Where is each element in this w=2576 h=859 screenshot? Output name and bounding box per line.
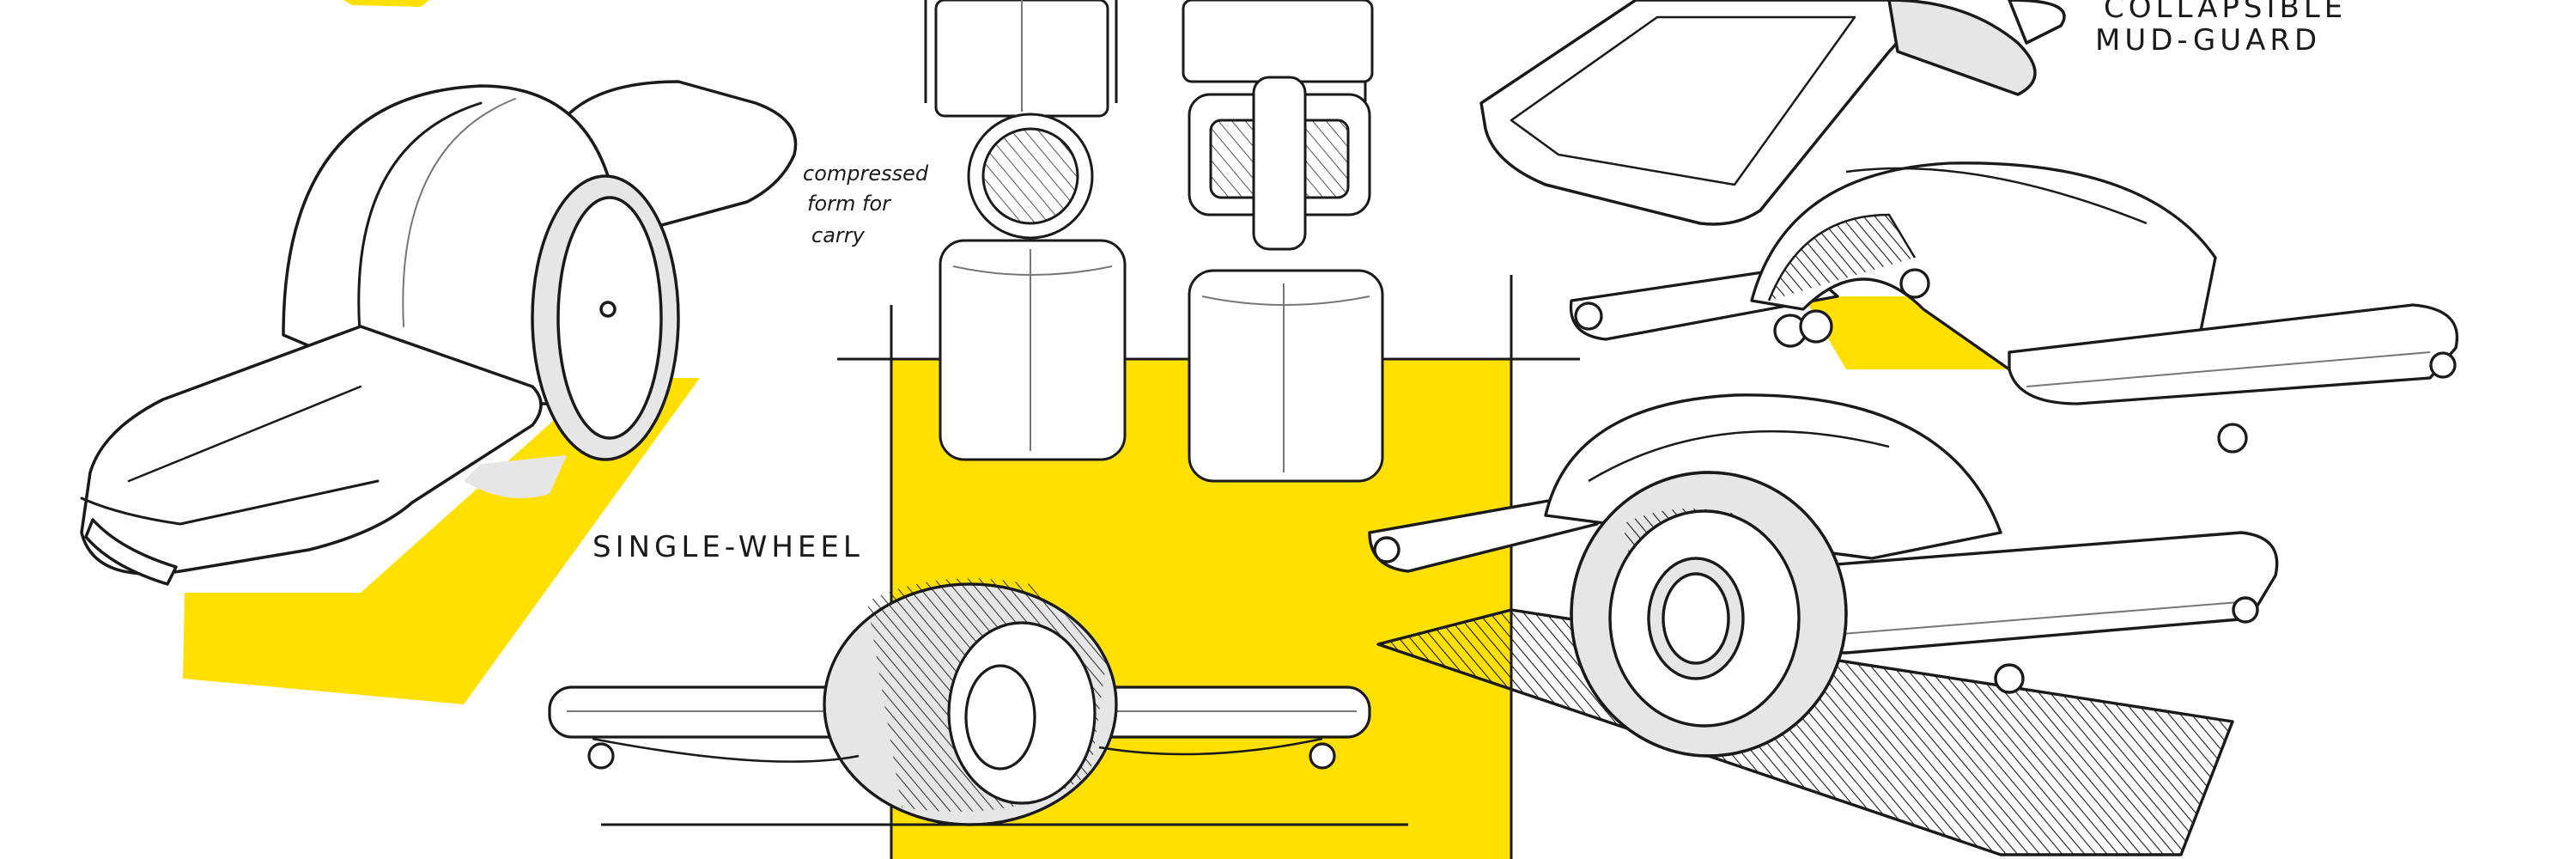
label-mudguard-line2: MUD-GUARD xyxy=(2095,23,2321,58)
sketch-folded-fender xyxy=(1569,161,2458,454)
label-carry-line1: compressed xyxy=(803,161,929,186)
sketch-top-views xyxy=(934,0,1384,483)
annotations: SINGLE-WHEEL COLLAPSIBLE MUD-GUARD compr… xyxy=(592,0,2347,564)
sketch-deployed-wheel xyxy=(1368,393,2279,856)
label-carry-line3: carry xyxy=(811,223,866,247)
sketch-side-view xyxy=(548,578,1371,826)
bumper-light xyxy=(84,518,178,586)
label-single-wheel: SINGLE-WHEEL xyxy=(592,530,864,564)
footpad-front xyxy=(80,325,543,576)
sketch-mudguard-topright xyxy=(1479,0,2066,226)
yellow-shadow-left xyxy=(183,378,700,704)
label-carry-line2: form for xyxy=(807,192,892,216)
sketch-single-wheel-perspective xyxy=(80,80,798,586)
label-mudguard-line1: COLLAPSIBLE xyxy=(2104,0,2347,25)
fender-arch xyxy=(1750,161,2217,371)
